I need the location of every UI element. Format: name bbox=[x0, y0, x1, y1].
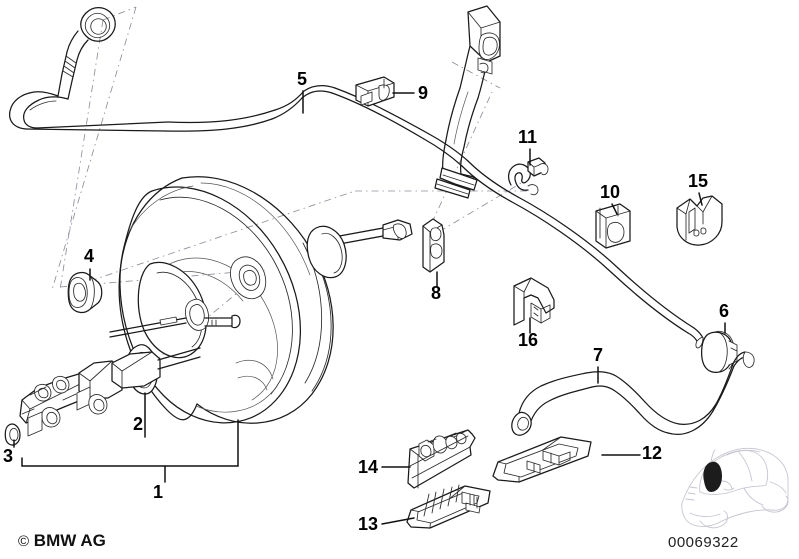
copyright-notice: © BMW AG bbox=[18, 531, 106, 551]
callout-12: 12 bbox=[642, 443, 663, 463]
part-9-retaining-clip bbox=[355, 76, 395, 107]
callout-7: 7 bbox=[593, 345, 604, 365]
callout-8: 8 bbox=[431, 283, 442, 303]
callout-6: 6 bbox=[719, 301, 730, 321]
callout-1: 1 bbox=[153, 482, 164, 502]
part-12-cover-cap bbox=[492, 436, 592, 483]
part-7-vacuum-hose bbox=[511, 351, 755, 436]
leader-lines bbox=[13, 90, 726, 525]
callout-11: 11 bbox=[518, 127, 538, 147]
part-3-master-cylinder bbox=[4, 347, 201, 446]
part-14-cover-side bbox=[407, 429, 476, 489]
callout-2: 2 bbox=[133, 414, 144, 434]
part-16-retaining-bracket bbox=[513, 277, 555, 326]
vehicle-location-inset bbox=[681, 447, 789, 529]
part-15-rubber-grommet bbox=[676, 195, 723, 246]
part-11-spring-clip bbox=[507, 157, 549, 196]
copyright-owner: BMW AG bbox=[33, 531, 106, 550]
part-5-vacuum-pipe bbox=[8, 7, 704, 349]
callout-10: 10 bbox=[600, 182, 621, 202]
callout-14: 14 bbox=[358, 457, 379, 477]
callout-5: 5 bbox=[297, 69, 308, 89]
part-4-grommet-bush bbox=[67, 271, 103, 314]
callout-16: 16 bbox=[518, 330, 539, 350]
callout-13: 13 bbox=[358, 514, 379, 534]
callout-3: 3 bbox=[3, 446, 14, 466]
callout-9: 9 bbox=[418, 83, 429, 103]
part-13-lower-cover bbox=[406, 484, 491, 529]
part-10-rubber-mount bbox=[595, 203, 631, 249]
part-8-mounting-bracket bbox=[422, 218, 445, 273]
callout-4: 4 bbox=[84, 246, 95, 266]
callout-15: 15 bbox=[688, 171, 709, 191]
brake-pedal-assembly bbox=[434, 5, 501, 199]
copyright-symbol: © bbox=[18, 533, 30, 550]
diagram-number: 00069322 bbox=[668, 534, 739, 551]
